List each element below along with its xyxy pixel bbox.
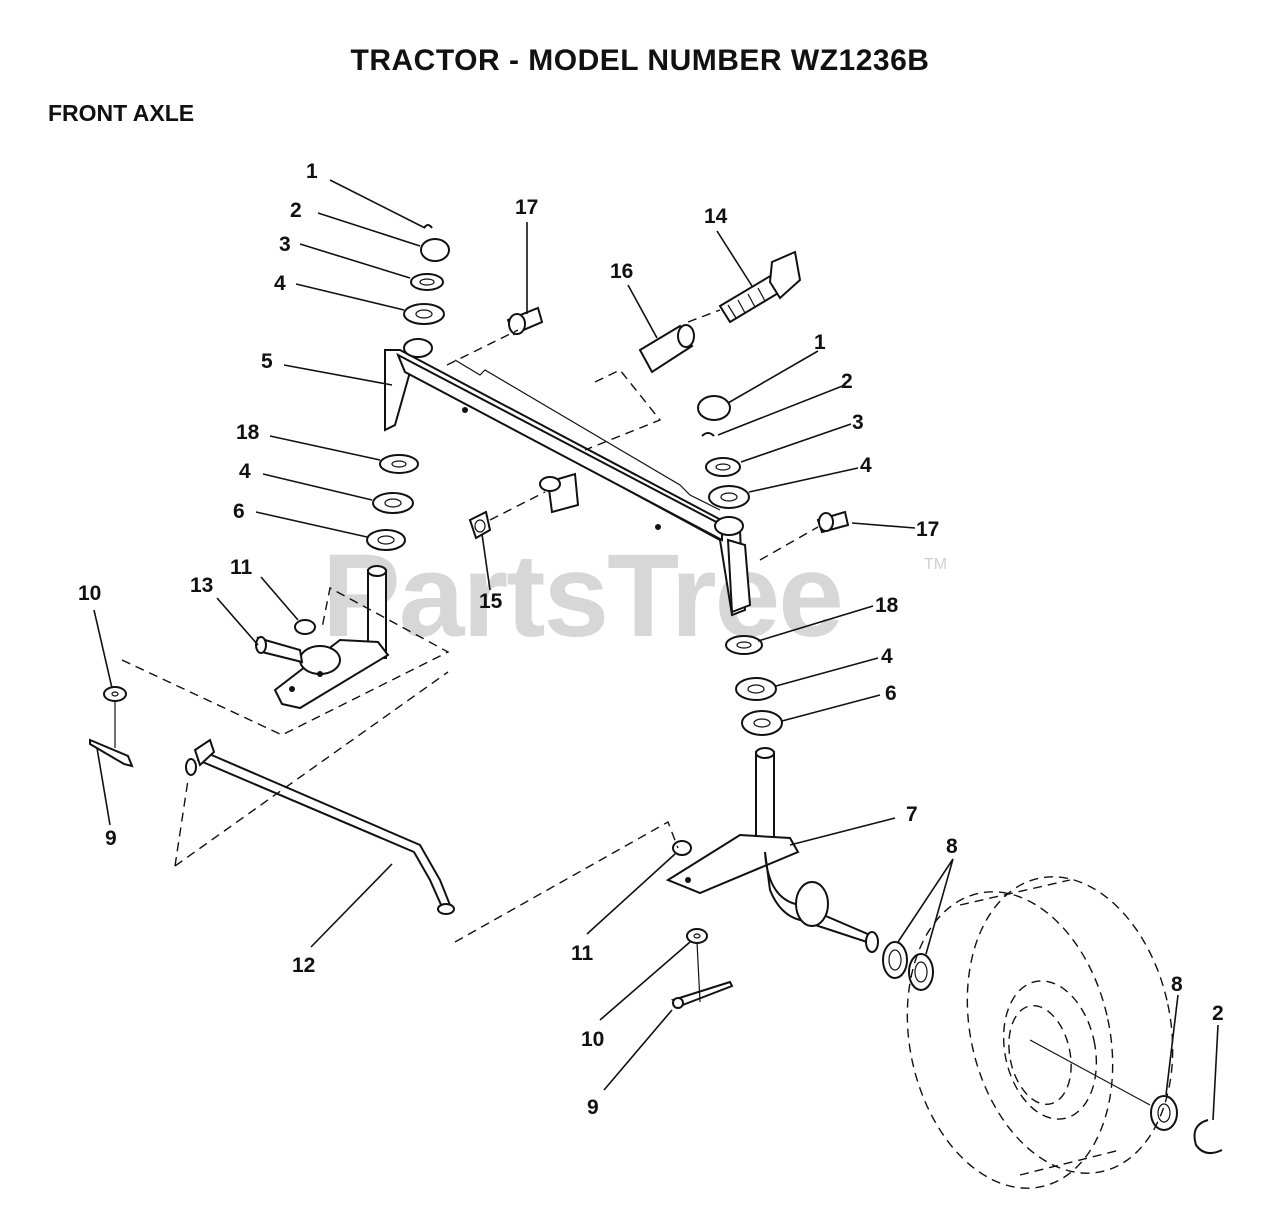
section-title: FRONT AXLE [48, 100, 195, 126]
dash-bushing [584, 369, 662, 451]
callout-18-left: 18 [236, 421, 260, 444]
callout-12: 12 [292, 954, 315, 977]
callout-5: 5 [261, 350, 273, 373]
callout-2-left: 2 [290, 199, 302, 222]
callout-17-top: 17 [515, 196, 538, 219]
callout-4-left-mid: 4 [239, 460, 251, 483]
callout-9-left: 9 [105, 827, 117, 850]
callout-1-left: 1 [306, 160, 318, 183]
grease-fitting-top [506, 306, 544, 336]
callout-6-left: 6 [233, 500, 245, 523]
washer-10-right [686, 928, 708, 944]
watermark-tm: TM [924, 556, 948, 573]
callout-3-right: 3 [852, 411, 864, 434]
callout-labels: 1 2 3 4 5 18 4 6 17 16 14 1 2 3 4 17 15 … [78, 160, 1224, 1119]
leader-lines [93, 179, 1219, 1121]
callout-4-left-top: 4 [274, 272, 286, 295]
callout-13: 13 [190, 574, 213, 597]
washer-10-left [103, 686, 127, 702]
callout-10-left: 10 [78, 582, 101, 605]
callout-2-right: 2 [841, 370, 853, 393]
callout-15: 15 [479, 590, 503, 613]
bushing-16 [638, 324, 695, 374]
left-spindle [255, 565, 390, 710]
cap-1 [420, 238, 450, 262]
callout-11-right: 11 [571, 942, 594, 965]
dash-fitting-top [446, 329, 519, 366]
left-pivot-stack [366, 224, 450, 551]
callout-6-right: 6 [885, 682, 897, 705]
axle-beam [384, 338, 752, 617]
callout-10-right: 10 [581, 1028, 604, 1051]
callout-1-right: 1 [814, 331, 826, 354]
callout-4-right-top: 4 [860, 454, 872, 477]
callout-9-right: 9 [587, 1096, 599, 1119]
diagram-title: TRACTOR - MODEL NUMBER WZ1236B [350, 44, 930, 77]
right-pivot-stack [697, 395, 783, 736]
grease-fitting-right [816, 510, 850, 534]
washer-8-b [908, 953, 934, 991]
washer-8-c [1150, 1095, 1178, 1131]
callout-4-right-mid: 4 [881, 645, 893, 668]
callout-7: 7 [906, 803, 918, 826]
callout-17-right: 17 [916, 518, 939, 541]
callout-14: 14 [704, 205, 728, 228]
tie-rod [185, 738, 455, 915]
bolt-14 [718, 250, 802, 324]
callout-8-upper: 8 [946, 835, 958, 858]
callout-2-lower: 2 [1212, 1002, 1224, 1025]
e-clip-2 [1193, 1119, 1223, 1155]
callout-16: 16 [610, 260, 633, 283]
callout-3-left: 3 [279, 233, 291, 256]
washer-8-a [882, 941, 908, 979]
nut-11-left [294, 619, 316, 635]
callout-11-left: 11 [230, 556, 253, 579]
nut-11-right [672, 840, 692, 856]
callout-8-lower: 8 [1171, 973, 1183, 996]
wheel [906, 876, 1174, 1189]
callout-18-right: 18 [875, 594, 899, 617]
cotter-pin-9-left [89, 738, 134, 768]
nut-15 [468, 510, 492, 540]
right-spindle [665, 747, 879, 953]
